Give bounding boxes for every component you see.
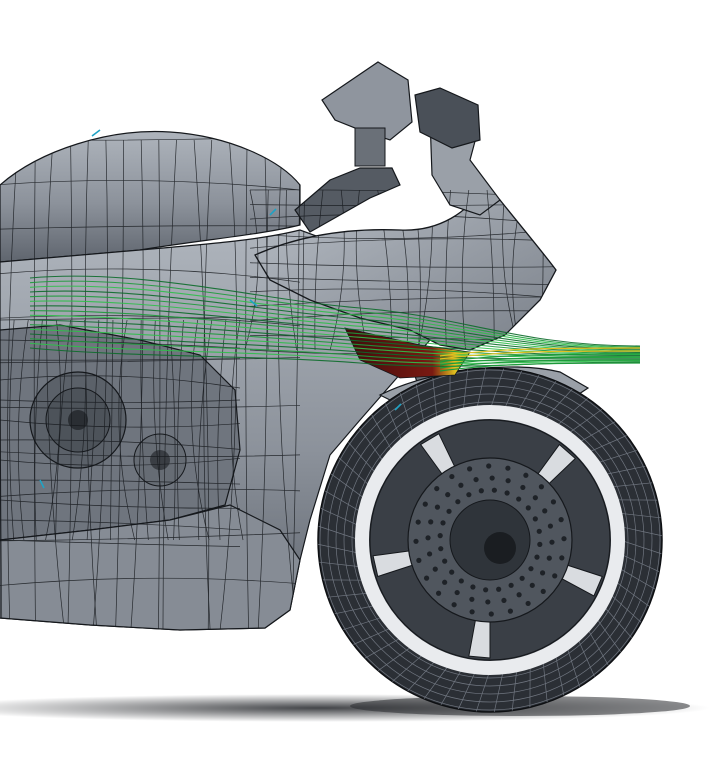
mirror [321, 61, 413, 141]
mesh-accents [39, 129, 402, 489]
engine-cover [29, 371, 187, 487]
airflow-streamlines [29, 275, 641, 372]
wheel-rim [355, 405, 625, 675]
ground-shadow [0, 694, 710, 722]
pressure-hotspot [344, 327, 471, 379]
fuel-tank [0, 130, 301, 263]
front-wheel [317, 367, 663, 713]
belly-pan [0, 504, 301, 631]
handlebar [294, 167, 401, 233]
wireframe-mesh [0, 136, 576, 630]
